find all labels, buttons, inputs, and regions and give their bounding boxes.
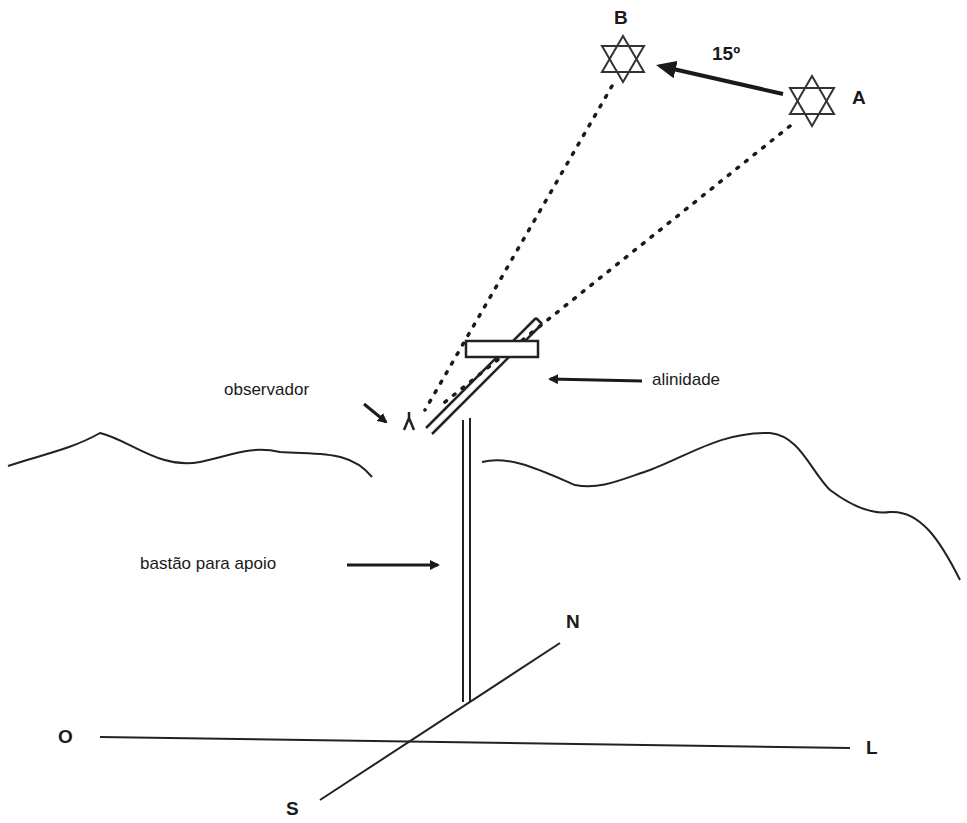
part-label: alinidade <box>652 371 720 390</box>
leader-arrow <box>347 564 438 567</box>
angle-label: 15º <box>712 44 740 65</box>
horizon <box>482 433 960 580</box>
direction-label: S <box>286 799 299 820</box>
east-west-axis <box>100 737 850 748</box>
leader-arrow <box>364 404 386 422</box>
motion-arrow <box>660 66 783 94</box>
part-label: observador <box>224 381 309 400</box>
sight-line <box>425 86 612 410</box>
star-label: A <box>852 88 866 109</box>
observer-symbol <box>404 412 414 430</box>
direction-label: L <box>866 738 878 759</box>
sight-line <box>440 126 790 406</box>
support-pole <box>463 418 470 702</box>
alidade <box>426 318 542 434</box>
direction-label: N <box>566 612 580 633</box>
part-label: bastão para apoio <box>140 555 276 574</box>
horizon <box>8 433 372 477</box>
star-a <box>790 76 834 126</box>
direction-label: O <box>58 727 73 748</box>
star-b <box>602 36 644 82</box>
north-south-axis <box>320 643 560 800</box>
star-label: B <box>614 8 628 29</box>
leader-arrow <box>550 379 642 381</box>
